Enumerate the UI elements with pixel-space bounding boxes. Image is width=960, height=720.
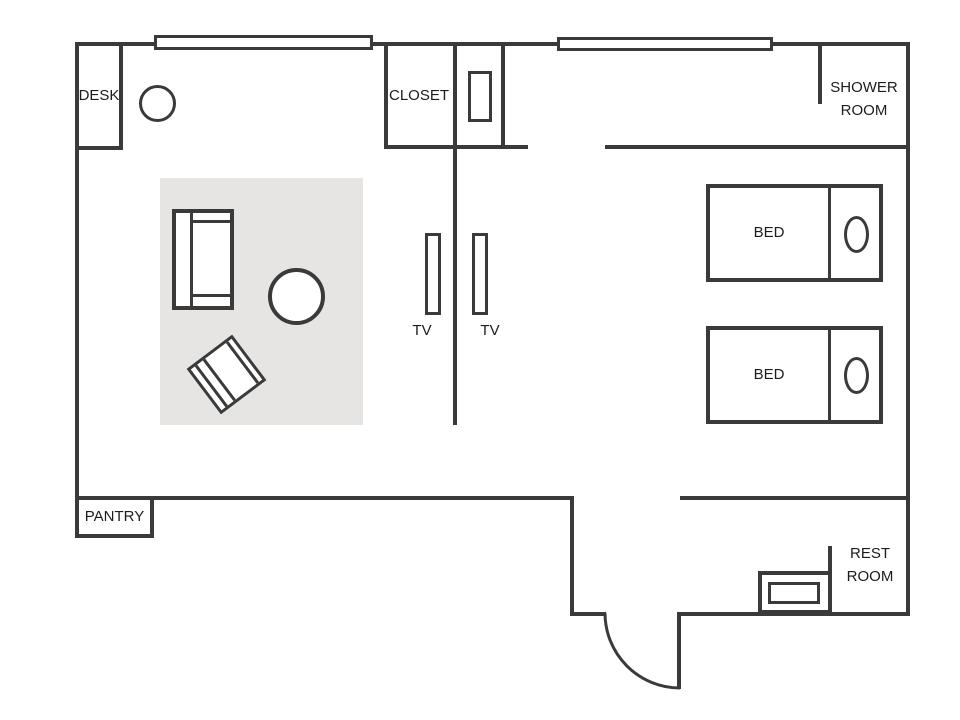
wall-top xyxy=(75,42,910,46)
bed-1: BED xyxy=(706,184,883,282)
wall-door-sill xyxy=(570,612,606,616)
bed-2: BED xyxy=(706,326,883,424)
stool xyxy=(139,85,176,122)
wall-left xyxy=(75,42,79,500)
wall-shower-partition xyxy=(818,42,822,104)
entry-door-swing-arc xyxy=(603,612,681,690)
wall-bedroom-bottom xyxy=(680,496,910,500)
bed-1-headboard-line xyxy=(828,188,831,278)
wall-hall-right xyxy=(605,145,910,149)
entry-door-leaf xyxy=(677,612,681,689)
sofa-armrest-bottom-line xyxy=(193,294,230,297)
window-top-right xyxy=(557,37,773,51)
closet-label: CLOSET xyxy=(388,87,449,104)
sofa-back-line xyxy=(190,213,193,306)
restroom-sink-basin xyxy=(768,582,820,604)
wall-room-divider xyxy=(453,42,457,425)
desk-label: DESK xyxy=(78,87,120,104)
sofa-armrest-top-line xyxy=(193,220,230,223)
tv-left-label: TV xyxy=(412,322,432,339)
bed-2-pillow xyxy=(844,357,869,394)
restroom-sink xyxy=(758,571,832,614)
tv-left xyxy=(425,233,441,315)
wall-closet-left xyxy=(384,42,388,149)
tv-right xyxy=(472,233,488,315)
closet-fixture xyxy=(468,71,492,122)
sofa xyxy=(172,209,234,310)
wall-bottom-right xyxy=(678,612,910,616)
shower-room-label: SHOWER ROOM xyxy=(830,79,898,119)
round-table xyxy=(268,268,325,325)
rest-room-label: REST ROOM xyxy=(846,545,894,585)
bed-2-headboard-line xyxy=(828,330,831,420)
wall-entry-vertical xyxy=(570,496,574,616)
desk xyxy=(75,42,123,150)
tv-right-label: TV xyxy=(480,322,500,339)
bed-1-pillow xyxy=(844,216,869,253)
wall-closet-right xyxy=(501,42,505,149)
pantry xyxy=(75,496,154,538)
pantry-label: PANTRY xyxy=(84,508,145,525)
wall-bottom-left xyxy=(75,496,574,500)
wall-right xyxy=(906,42,910,616)
bed-1-label: BED xyxy=(753,224,785,241)
bed-2-label: BED xyxy=(753,366,785,383)
window-top-left xyxy=(154,35,373,50)
